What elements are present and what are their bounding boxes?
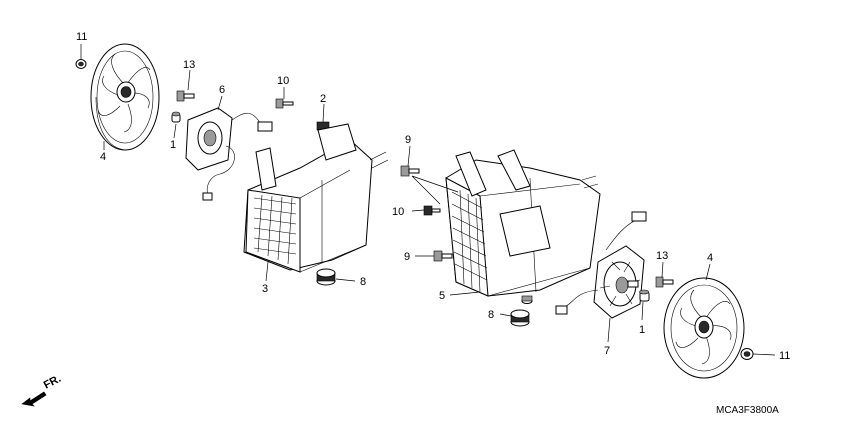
bolt-right-9-top <box>400 165 420 177</box>
callout-left-13: 13 <box>183 59 195 71</box>
fan-motor-left-6 <box>185 107 273 201</box>
screw-left-10 <box>275 98 294 109</box>
callout-right-5: 5 <box>439 290 445 302</box>
collar-left-1 <box>171 111 181 123</box>
collar-right-1 <box>639 289 650 302</box>
front-direction-arrow-icon <box>21 391 47 407</box>
leader-lines-right <box>407 145 776 356</box>
nut-left-11 <box>75 59 87 69</box>
callout-left-6: 6 <box>219 84 225 96</box>
callout-left-1: 1 <box>170 139 176 151</box>
callout-right-8: 8 <box>488 309 494 321</box>
callout-left-3: 3 <box>262 283 268 295</box>
callout-right-9-bottom: 9 <box>404 251 410 263</box>
callout-left-10: 10 <box>277 75 289 87</box>
callout-right-11: 11 <box>779 350 790 362</box>
shroud-right-5 <box>445 149 601 297</box>
screw-right-10 <box>423 205 441 216</box>
front-direction-label: FR. <box>42 373 63 392</box>
callout-left-8: 8 <box>360 276 366 288</box>
grommet-left-8 <box>316 268 336 286</box>
callout-right-13: 13 <box>656 250 668 262</box>
callout-right-4: 4 <box>707 252 713 264</box>
callout-left-11: 11 <box>76 31 87 43</box>
fan-right-4 <box>663 277 745 379</box>
callout-left-4: 4 <box>100 151 106 163</box>
callout-right-1: 1 <box>639 324 645 336</box>
bolt-right-9-bottom <box>433 250 453 262</box>
bolt-left-13 <box>176 90 195 102</box>
diagram-code: MCA3F3800A <box>716 405 779 416</box>
leader-lines-left <box>80 44 356 282</box>
nut-right-11 <box>740 348 754 360</box>
fan-left-4 <box>90 43 160 151</box>
callout-right-9-top: 9 <box>405 134 411 146</box>
fan-motor-right-7 <box>555 211 647 319</box>
callout-left-2: 2 <box>320 93 326 105</box>
callout-right-10: 10 <box>392 206 404 218</box>
bolt-right-13 <box>655 276 674 288</box>
shroud-left-3 <box>243 123 389 273</box>
grommet-right-8 <box>510 295 533 327</box>
callout-right-7: 7 <box>604 345 610 357</box>
